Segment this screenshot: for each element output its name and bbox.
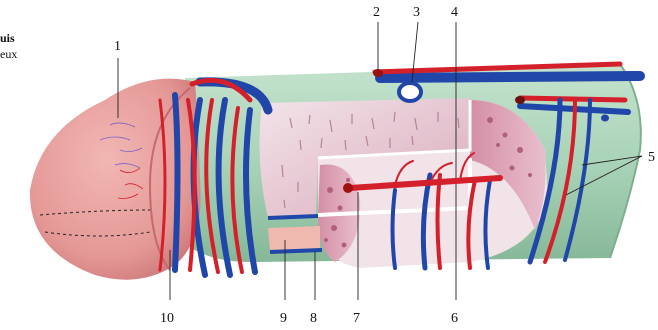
label-10: 10: [160, 311, 174, 326]
corner-text-line2: eux: [0, 47, 17, 61]
corner-text-line1: uis: [0, 31, 15, 45]
label-3: 3: [413, 5, 420, 20]
label-4: 4: [451, 5, 458, 20]
label-1: 1: [114, 39, 121, 54]
label-2: 2: [373, 5, 380, 20]
label-5: 5: [648, 150, 655, 165]
label-9: 9: [280, 311, 287, 326]
label-8: 8: [310, 311, 317, 326]
label-7: 7: [353, 311, 360, 326]
label-6: 6: [451, 311, 458, 326]
